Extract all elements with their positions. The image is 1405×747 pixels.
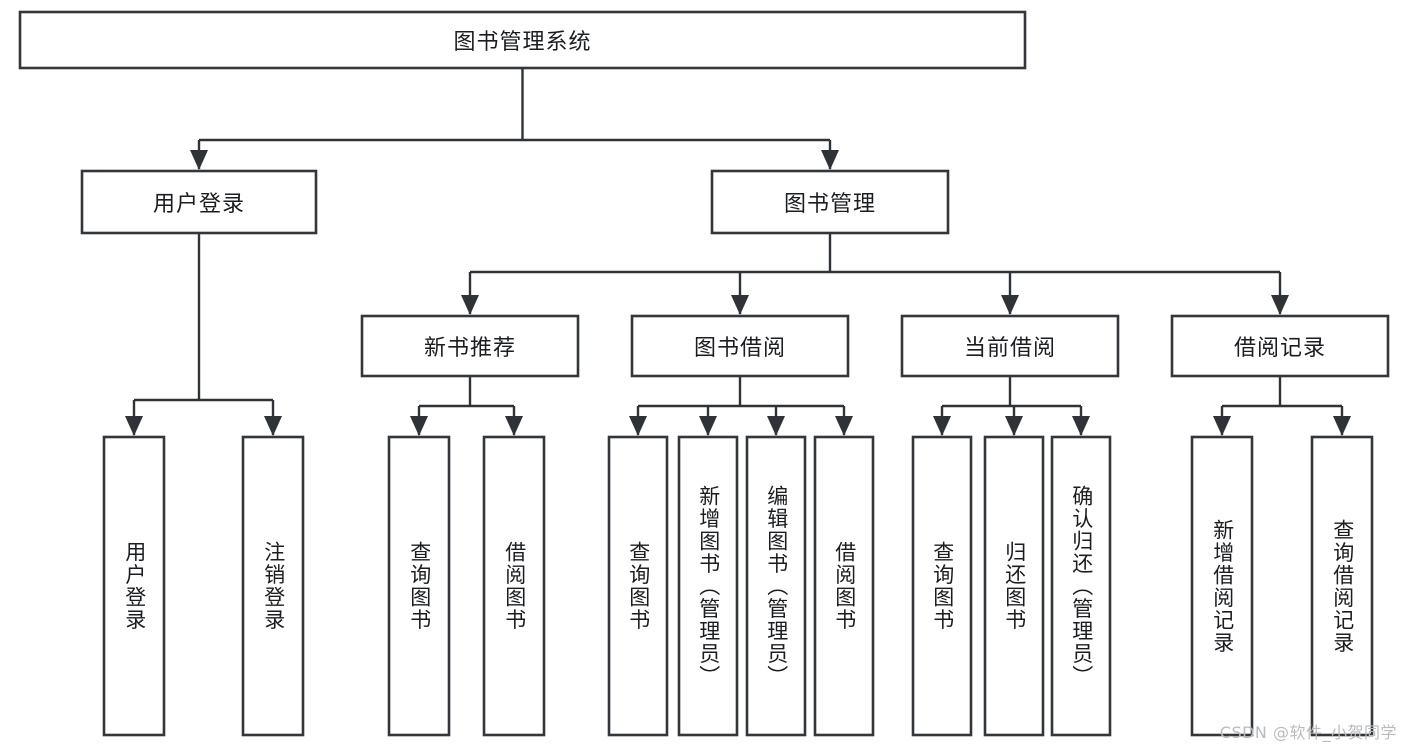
- arrow-head-leaf-borrow-book-1: [505, 416, 523, 436]
- node-box-leaf-logout: [241, 435, 305, 737]
- node-box-leaf-query-record: [1310, 435, 1374, 737]
- node-box-book-manage: [710, 169, 950, 235]
- node-box-leaf-query-book-1: [387, 435, 451, 737]
- arrow-head-leaf-user-login: [125, 416, 143, 436]
- arrow-head-current-borrow: [1001, 295, 1019, 315]
- arrow-head-leaf-return-book: [1005, 416, 1023, 436]
- arrow-head-leaf-borrow-book-2: [835, 416, 853, 436]
- node-box-book-borrow: [630, 314, 850, 378]
- node-box-current-borrow: [900, 314, 1120, 378]
- arrow-head-leaf-query-book-1: [410, 416, 428, 436]
- arrow-head-leaf-query-book-2: [629, 416, 647, 436]
- arrow-head-leaf-edit-book: [767, 416, 785, 436]
- arrow-head-user-login: [190, 150, 208, 170]
- arrow-head-leaf-query-record: [1333, 416, 1351, 436]
- node-box-layer: [18, 10, 1390, 737]
- node-box-root: [18, 10, 1027, 70]
- arrow-head-new-book-rec: [461, 295, 479, 315]
- node-box-new-book-rec: [360, 314, 580, 378]
- node-box-leaf-query-book-2: [607, 435, 669, 737]
- node-box-leaf-borrow-book-2: [813, 435, 875, 737]
- node-box-borrow-record: [1170, 314, 1390, 378]
- arrow-head-book-borrow: [731, 295, 749, 315]
- arrow-head-leaf-logout: [264, 416, 282, 436]
- node-box-leaf-query-book-3: [911, 435, 973, 737]
- arrow-head-book-manage: [821, 150, 839, 170]
- node-box-leaf-add-record: [1190, 435, 1254, 737]
- node-box-leaf-confirm-return: [1050, 435, 1112, 737]
- node-box-user-login: [80, 169, 318, 235]
- arrow-head-leaf-add-book: [699, 416, 717, 436]
- arrow-head-leaf-query-book-3: [933, 416, 951, 436]
- node-box-leaf-add-book: [677, 435, 739, 737]
- node-box-leaf-user-login: [102, 435, 166, 737]
- arrow-head-leaf-add-record: [1213, 416, 1231, 436]
- arrow-head-borrow-record: [1271, 295, 1289, 315]
- node-box-leaf-return-book: [983, 435, 1045, 737]
- node-box-leaf-borrow-book-1: [482, 435, 546, 737]
- arrow-head-leaf-confirm-return: [1072, 416, 1090, 436]
- connector-layer: [125, 68, 1351, 436]
- node-box-leaf-edit-book: [745, 435, 807, 737]
